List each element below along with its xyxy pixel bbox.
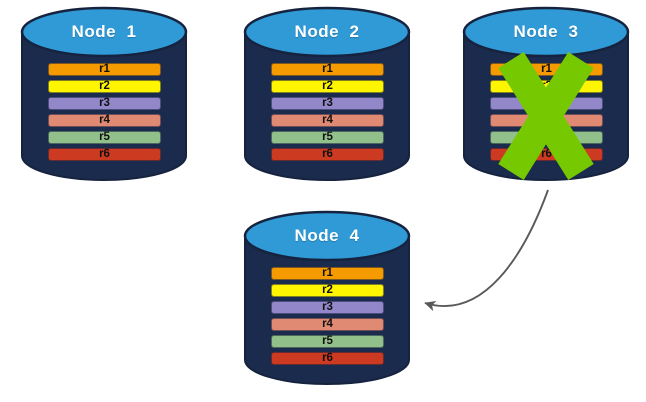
row-r6[interactable]: r6 xyxy=(271,148,384,161)
row-r5[interactable]: r5 xyxy=(271,131,384,144)
row-r3[interactable]: r3 xyxy=(271,301,384,314)
row-r3[interactable]: r3 xyxy=(271,97,384,110)
row-r1[interactable]: r1 xyxy=(490,63,603,76)
row-r6[interactable]: r6 xyxy=(271,352,384,365)
row-r2[interactable]: r2 xyxy=(490,80,603,93)
row-r1[interactable]: r1 xyxy=(48,63,161,76)
row-r2[interactable]: r2 xyxy=(48,80,161,93)
row-r4[interactable]: r4 xyxy=(271,318,384,331)
row-r2[interactable]: r2 xyxy=(271,284,384,297)
row-r1[interactable]: r1 xyxy=(271,267,384,280)
row-r6[interactable]: r6 xyxy=(490,148,603,161)
row-r5[interactable]: r5 xyxy=(271,335,384,348)
row-r4[interactable]: r4 xyxy=(271,114,384,127)
cylinder-top-ellipse xyxy=(243,210,411,262)
row-r6[interactable]: r6 xyxy=(48,148,161,161)
cylinder-top-ellipse xyxy=(20,6,188,58)
row-r3[interactable]: r3 xyxy=(490,97,603,110)
row-r4[interactable]: r4 xyxy=(48,114,161,127)
row-r3[interactable]: r3 xyxy=(48,97,161,110)
cylinder-top-ellipse xyxy=(243,6,411,58)
row-r4[interactable]: r4 xyxy=(490,114,603,127)
row-r2[interactable]: r2 xyxy=(271,80,384,93)
row-r5[interactable]: r5 xyxy=(48,131,161,144)
row-r1[interactable]: r1 xyxy=(271,63,384,76)
arrow-path xyxy=(424,189,549,312)
row-r5[interactable]: r5 xyxy=(490,131,603,144)
cylinder-top-ellipse xyxy=(462,6,630,58)
